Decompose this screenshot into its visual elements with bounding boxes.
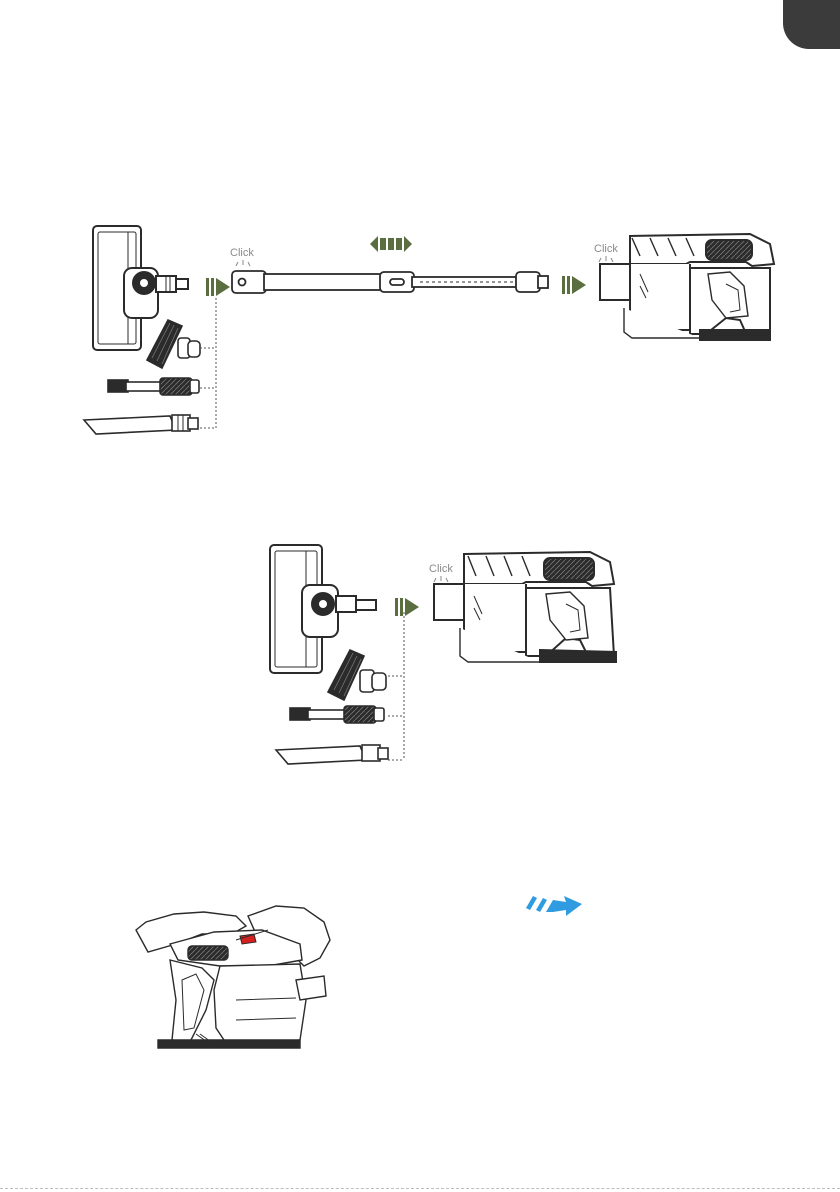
figure-release-dustbin [136, 896, 582, 1048]
combination-tool-2 [290, 706, 384, 723]
release-direction-arrow-icon [526, 896, 582, 916]
insert-arrow-icon-2 [562, 276, 586, 294]
combination-tool [108, 378, 199, 395]
click-label-handheld-2: Click [429, 563, 453, 575]
handheld-with-hands [136, 906, 330, 1048]
click-label-handheld: Click [594, 243, 618, 255]
crevice-tool-2 [276, 745, 388, 764]
handheld-unit [600, 234, 774, 340]
accessory-connector-lines [200, 298, 216, 428]
click-marks-icon-2 [599, 256, 613, 262]
brush-tool [147, 320, 200, 368]
click-marks-icon-3 [434, 576, 448, 582]
page-bottom-rule [0, 1188, 840, 1189]
insert-arrow-icon [206, 278, 230, 296]
click-label-tube: Click [230, 247, 254, 259]
click-marks-icon [236, 260, 250, 266]
figure-handheld-assembly: Click [270, 545, 616, 764]
figure-full-assembly: Click [84, 226, 774, 434]
accessory-connector-lines-2 [388, 612, 404, 760]
handheld-unit-2 [434, 552, 616, 662]
brush-tool-2 [328, 650, 386, 700]
insert-arrow-icon-3 [395, 598, 419, 616]
crevice-tool [84, 415, 198, 434]
extend-double-arrow-icon [370, 236, 412, 252]
extension-tube [232, 271, 548, 293]
